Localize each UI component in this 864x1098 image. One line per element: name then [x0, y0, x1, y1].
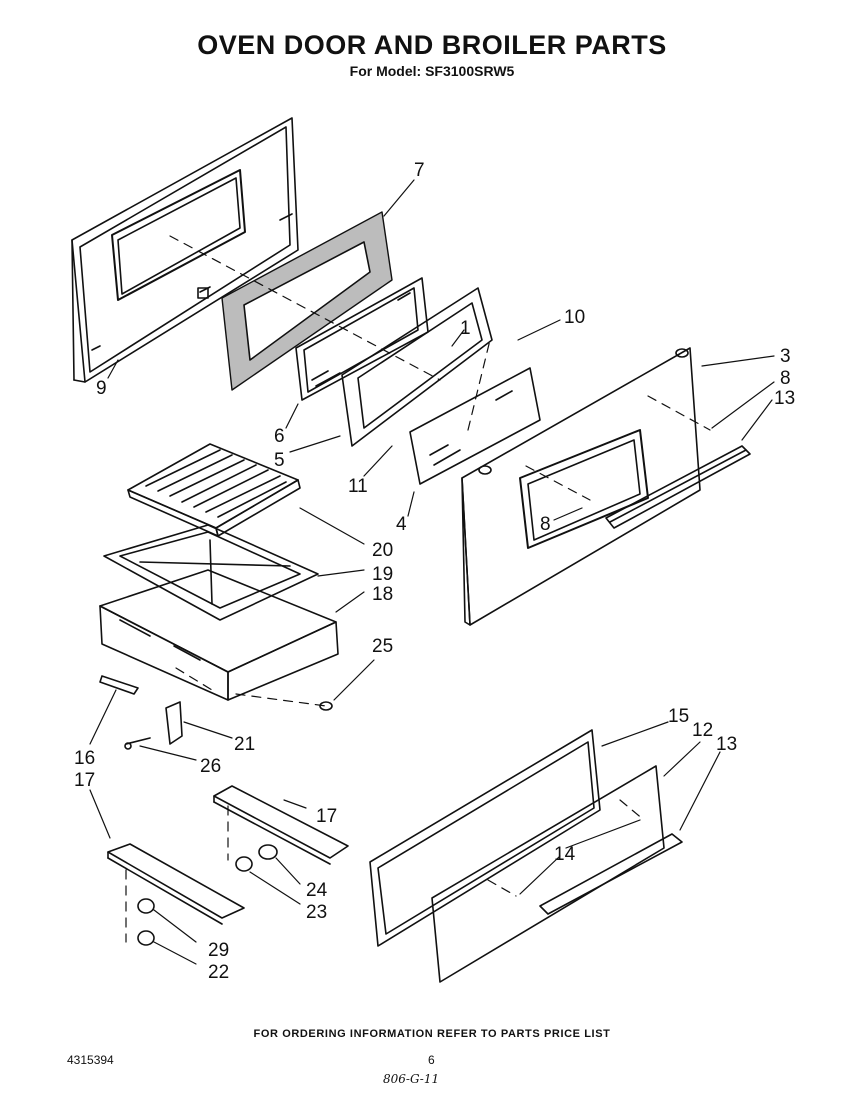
callout-label: 14: [554, 844, 576, 865]
model-subtitle: For Model: SF3100SRW5: [349, 63, 515, 79]
callout-label: 1: [460, 318, 471, 339]
callout-label: 3: [780, 346, 791, 367]
page-title: OVEN DOOR AND BROILER PARTS: [197, 30, 667, 60]
glass-frame: [341, 287, 493, 447]
callout-label: 8: [780, 368, 791, 389]
callout-label: 10: [564, 307, 585, 328]
callout-labels: 7 1 10 9 6 5 3 8 13 11 4 8 20 19 18 25 1…: [74, 160, 795, 983]
pan-hardware: [99, 675, 333, 750]
page-number: 6: [428, 1053, 435, 1067]
outer-glass: [409, 367, 541, 485]
broiler-brackets: [107, 785, 349, 925]
outer-oven-door: [461, 347, 701, 626]
callout-label: 16: [74, 748, 95, 769]
callout-label: 5: [274, 450, 285, 471]
leader-lines: [89, 179, 775, 965]
broiler-pan-insert: [103, 524, 319, 621]
alignment-lines: [125, 235, 711, 943]
callout-label: 13: [716, 734, 737, 755]
broiler-door-inner-panel: [369, 729, 601, 947]
document-number: 4315394: [67, 1053, 114, 1067]
inner-door-panel: [71, 117, 299, 383]
callout-label: 26: [200, 756, 221, 777]
callout-label: 20: [372, 540, 393, 561]
callout-label: 11: [348, 476, 368, 497]
callout-label: 17: [316, 806, 337, 827]
handwritten-note: 806-G-11: [383, 1072, 440, 1086]
callout-label: 29: [208, 940, 229, 961]
callout-label: 13: [774, 388, 795, 409]
callout-label: 21: [234, 734, 255, 755]
callout-label: 15: [668, 706, 689, 727]
callout-label: 19: [372, 564, 393, 585]
broiler-door-outer-panel: [431, 765, 683, 983]
door-insulation: [221, 211, 393, 391]
callout-label: 17: [74, 770, 95, 791]
callout-label: 6: [274, 426, 285, 447]
callout-label: 18: [372, 584, 393, 605]
callout-label: 12: [692, 720, 713, 741]
broiler-pan: [99, 569, 339, 701]
callout-label: 4: [396, 514, 407, 535]
callout-label: 9: [96, 378, 107, 399]
broiler-grid: [127, 443, 301, 537]
callout-label: 8: [540, 514, 551, 535]
callout-label: 22: [208, 962, 229, 983]
callout-label: 7: [414, 160, 425, 181]
callout-label: 24: [306, 880, 328, 901]
ordering-note: FOR ORDERING INFORMATION REFER TO PARTS …: [253, 1028, 611, 1040]
rollers: [137, 844, 278, 946]
callout-label: 23: [306, 902, 327, 923]
callout-label: 25: [372, 636, 393, 657]
door-handle: [605, 445, 751, 529]
